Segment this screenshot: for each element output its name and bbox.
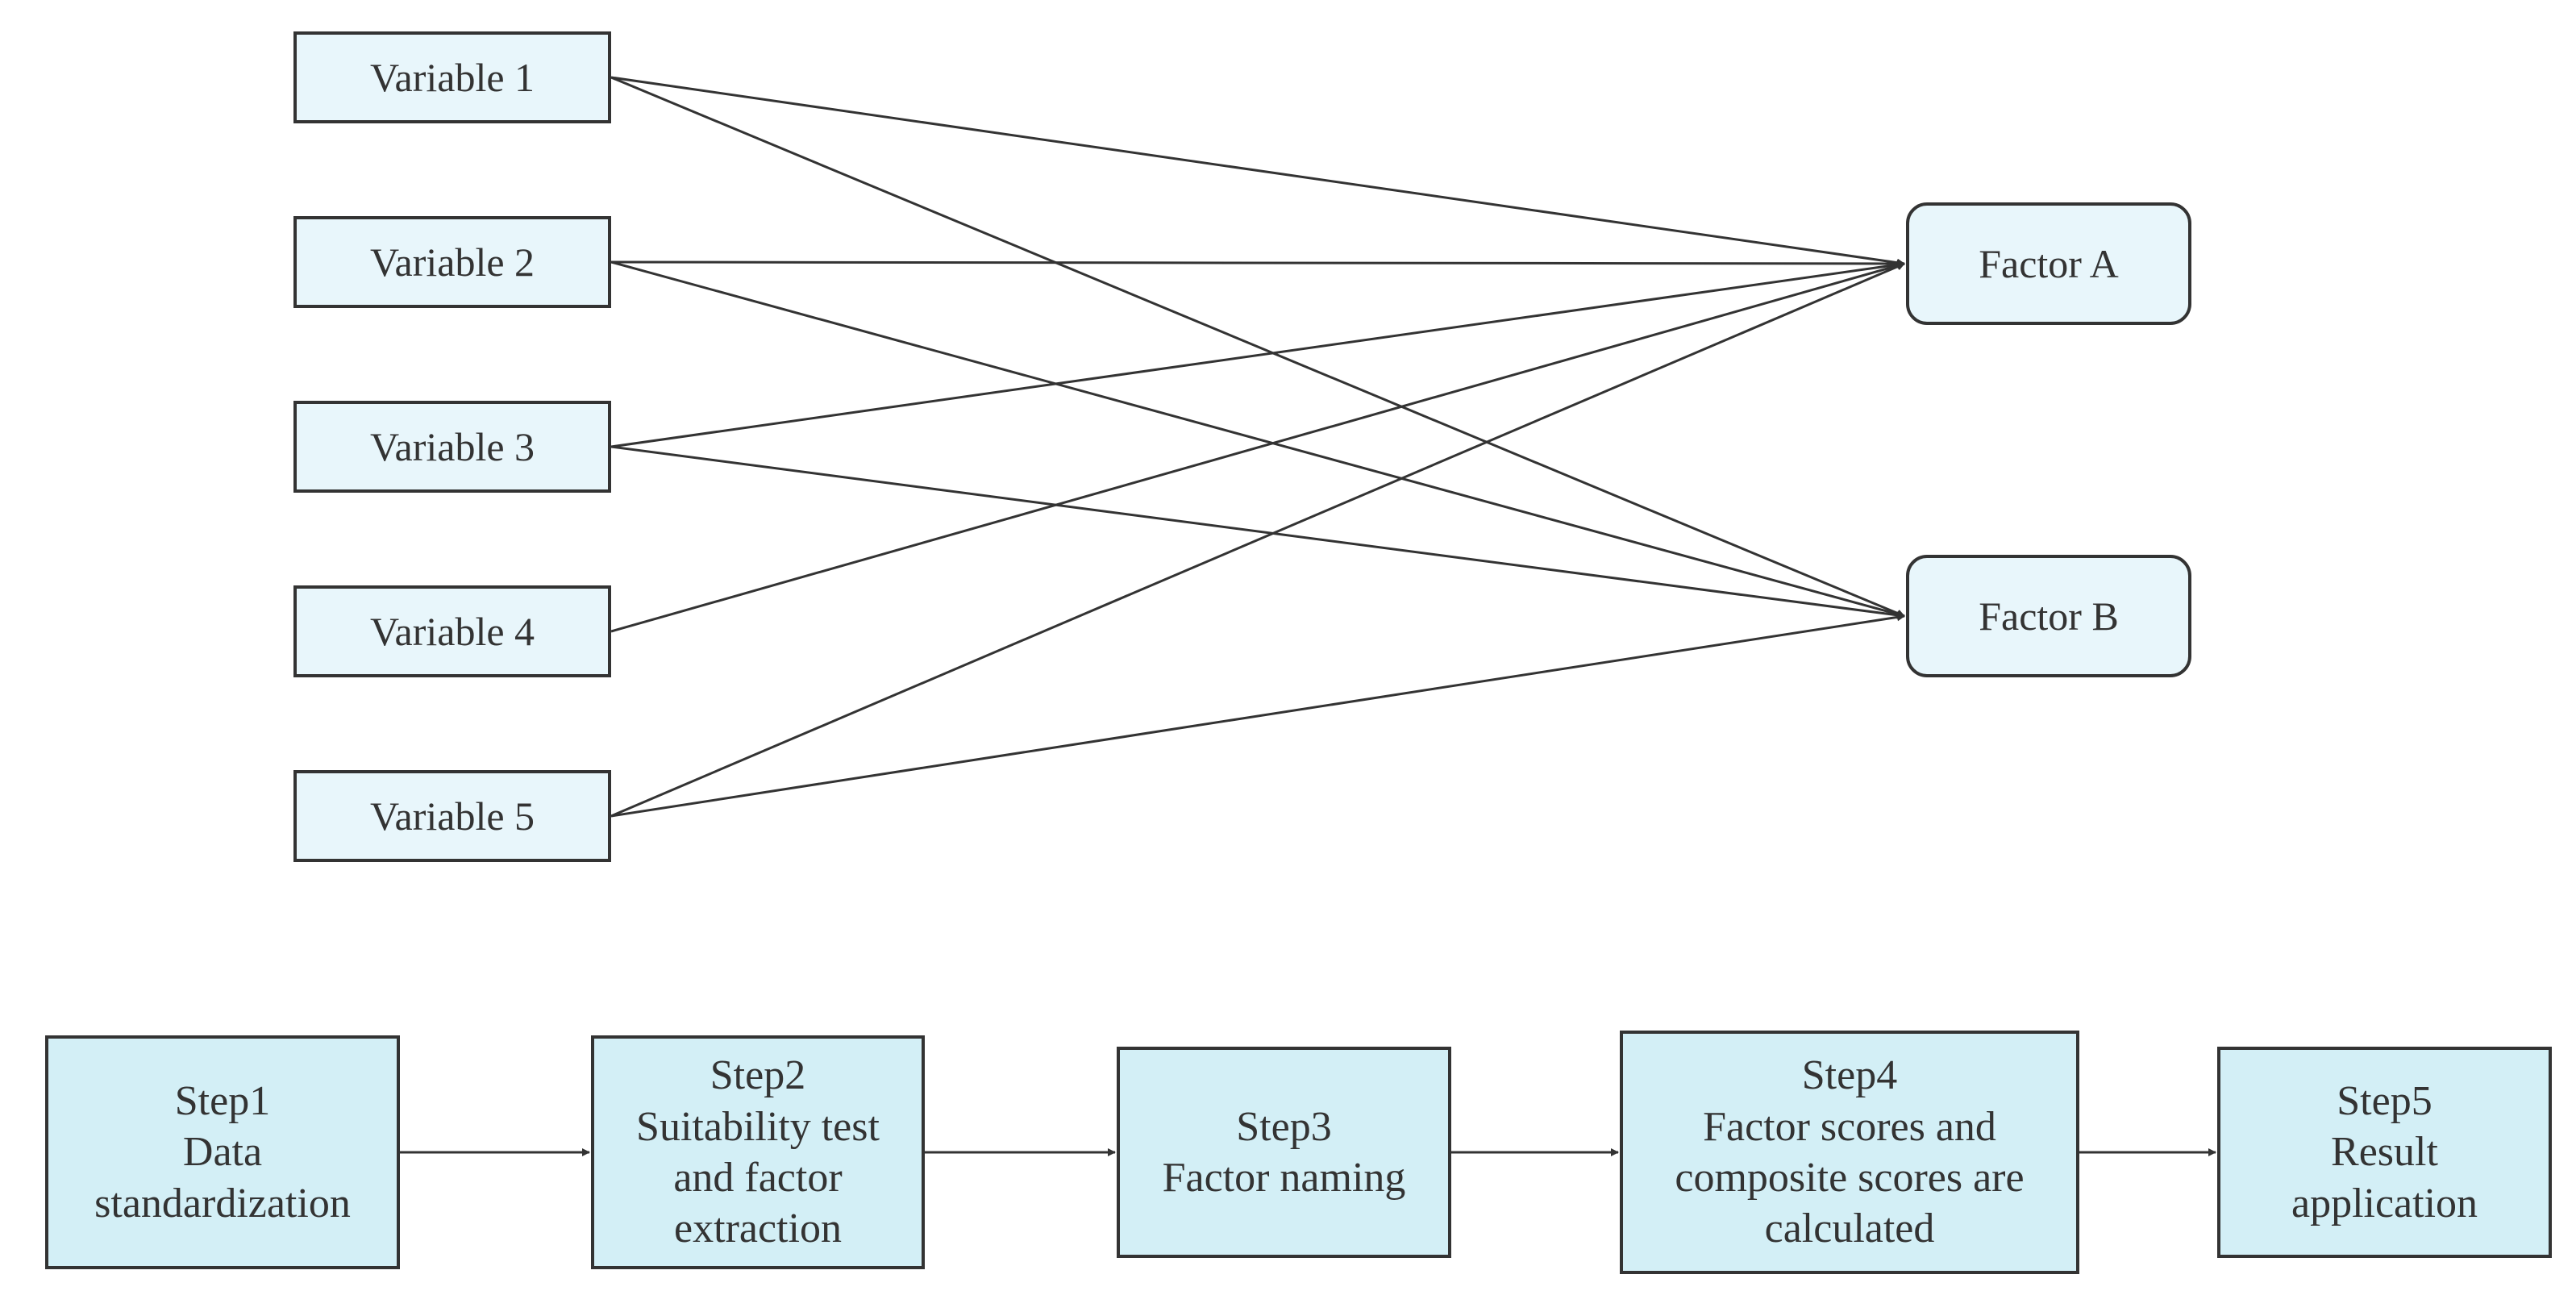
loading-arrow-v2-fB <box>610 260 1905 618</box>
variable-3-box: Variable 3 <box>293 401 611 493</box>
loading-arrow-v5-fA <box>610 262 1905 818</box>
step-3-box: Step3 Factor naming <box>1117 1047 1451 1258</box>
variable-1-box: Variable 1 <box>293 31 611 123</box>
factor-a-box: Factor A <box>1906 202 2191 325</box>
step-2-box: Step2 Suitability test and factor extrac… <box>591 1035 925 1269</box>
loading-arrow-v5-fB <box>610 613 1905 818</box>
variable-2-label: Variable 2 <box>369 239 535 285</box>
variable-5-label: Variable 5 <box>369 793 535 839</box>
variable-4-label: Variable 4 <box>369 609 535 654</box>
step-2-title: Step2 <box>710 1052 806 1099</box>
step-4-text-line: calculated <box>1764 1206 1935 1252</box>
variable-4-box: Variable 4 <box>293 585 611 677</box>
factor-b-label: Factor B <box>1979 593 2119 639</box>
step-1-title: Step1 <box>174 1077 271 1124</box>
loading-arrow-v1-fB <box>610 76 1905 618</box>
step-4-text-line: Factor scores and <box>1703 1103 1996 1150</box>
step-5-text-line: Result <box>2331 1129 2438 1176</box>
step-1-text-line: standardization <box>94 1180 351 1226</box>
variable-3-label: Variable 3 <box>369 424 535 469</box>
step-3-text-line: Factor naming <box>1162 1155 1406 1201</box>
step-2-text-line: extraction <box>674 1206 842 1252</box>
step-2-text-line: and factor <box>673 1155 843 1201</box>
loading-arrow-v2-fA <box>610 259 1905 268</box>
variable-5-box: Variable 5 <box>293 770 611 862</box>
step-2-text-line: Suitability test <box>636 1103 880 1150</box>
factor-b-box: Factor B <box>1906 555 2191 677</box>
step-4-title: Step4 <box>1801 1052 1898 1099</box>
loading-arrow-v1-fA <box>610 76 1905 267</box>
step-4-box: Step4 Factor scores and composite scores… <box>1620 1031 2079 1274</box>
loading-lines <box>610 76 1905 818</box>
step-1-text-line: Data <box>182 1129 263 1176</box>
step-5-text-line: application <box>2291 1180 2478 1226</box>
loading-arrow-v4-fA <box>610 261 1905 633</box>
variable-2-box: Variable 2 <box>293 216 611 308</box>
step-1-box: Step1 Data standardization <box>45 1035 400 1269</box>
loading-arrow-v3-fA <box>610 260 1905 448</box>
step-3-title: Step3 <box>1236 1103 1332 1150</box>
step-5-title: Step5 <box>2337 1077 2432 1124</box>
factor-a-label: Factor A <box>1979 241 2119 286</box>
step-5-box: Step5 Result application <box>2217 1047 2552 1258</box>
variable-1-label: Variable 1 <box>369 55 535 100</box>
loading-arrow-v3-fB <box>610 445 1905 619</box>
step-4-text-line: composite scores are <box>1675 1155 2025 1201</box>
